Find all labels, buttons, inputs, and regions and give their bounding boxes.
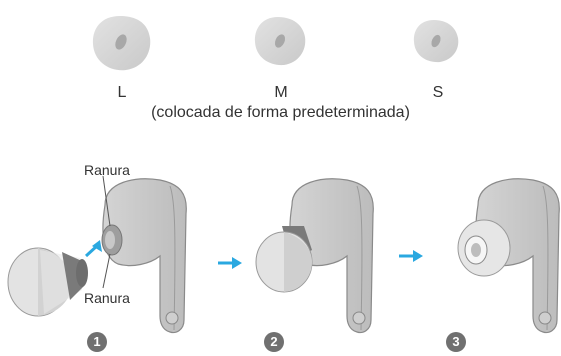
size-label-small: S [432, 84, 444, 101]
ear-tip-medium-icon [254, 17, 306, 66]
callout-slot-top: Ranura [84, 162, 130, 178]
default-size-note: (colocada de forma predeterminada) [151, 104, 410, 121]
step3-earbud [475, 178, 560, 334]
step-badge-3: 3 [446, 332, 466, 352]
step-badge-1: 1 [87, 332, 107, 352]
ear-tip-small-icon [413, 20, 459, 63]
step1-ear-tip [7, 247, 88, 317]
step3-ear-tip [457, 219, 511, 277]
insert-arrow-icon [84, 240, 102, 258]
callout-slot-bottom: Ranura [84, 290, 130, 306]
next-step-arrow-2-icon [399, 250, 423, 262]
ear-tip-large-icon [92, 16, 151, 71]
step2-ear-tip [255, 231, 313, 293]
next-step-arrow-1-icon [218, 257, 242, 269]
step1-earbud [101, 175, 187, 334]
size-label-large: L [117, 84, 127, 101]
step-badge-2: 2 [264, 332, 284, 352]
size-label-medium: M [274, 84, 288, 101]
